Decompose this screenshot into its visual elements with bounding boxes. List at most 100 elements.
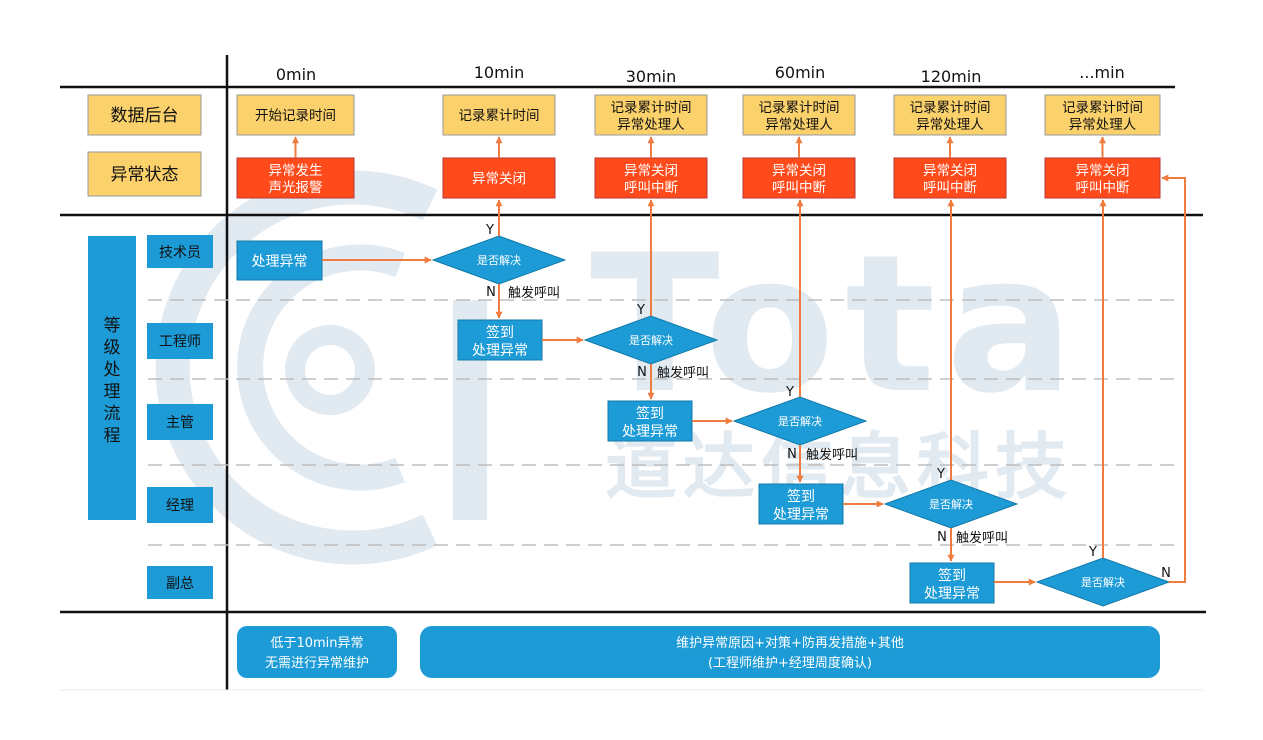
decision-diamond: 是否解决 [883, 479, 1019, 529]
status-box: 异常关闭 呼叫中断 [893, 157, 1007, 199]
decision-text: 是否解决 [477, 253, 521, 267]
status-box: 异常关闭 [442, 157, 556, 199]
backend-box-text: 记录累计时间 [759, 100, 840, 116]
decision-text: 是否解决 [1081, 575, 1125, 589]
decision-diamond: 是否解决 [583, 315, 719, 365]
backend-box: 开始记录时间 [236, 94, 355, 136]
role-label: 工程师 [147, 323, 213, 359]
action-box-text: 处理异常 [472, 343, 528, 359]
role-label: 主管 [147, 404, 213, 440]
footer-right-text: 维护异常原因+对策+防再发措施+其他 [676, 635, 904, 651]
trigger-label: 触发呼叫 [806, 447, 858, 463]
decision-text: 是否解决 [929, 497, 973, 511]
backend-box: 记录累计时间 异常处理人 [594, 94, 708, 136]
action-box-engineer: 签到 处理异常 [457, 319, 543, 361]
row-label-backend-text: 数据后台 [111, 106, 179, 126]
time-headers: 0min 10min 30min 60min 120min ...min [276, 63, 1125, 86]
backend-box-text: 开始记录时间 [255, 108, 336, 124]
footer-left-text: 无需进行异常维护 [265, 656, 369, 671]
decision-diamond: 是否解决 [732, 396, 868, 446]
action-boxes: 处理异常 签到 处理异常 签到 处理异常 签到 处理异常 签到 处理异常 [236, 240, 995, 604]
backend-box-text: 记录累计时间 [459, 108, 540, 124]
status-box-text: 异常关闭 [923, 163, 977, 179]
yes-label: Y [785, 385, 794, 400]
no-label: N [637, 365, 647, 380]
action-box-text: 签到 [486, 324, 514, 341]
status-box-text: 呼叫中断 [1076, 180, 1130, 196]
status-box: 异常关闭 呼叫中断 [594, 157, 708, 199]
status-box: 异常关闭 呼叫中断 [742, 157, 856, 199]
action-box-technician: 处理异常 [236, 240, 323, 281]
backend-box-text: 记录累计时间 [910, 100, 991, 116]
time-header: 0min [276, 65, 316, 84]
footer-left-text: 低于10min异常 [270, 636, 363, 651]
no-label: N [937, 530, 947, 545]
backend-box: 记录累计时间 异常处理人 [742, 94, 856, 136]
backend-box-text: 异常处理人 [916, 117, 984, 133]
status-to-backend-arrows [292, 136, 1106, 158]
flow-arrows [322, 174, 1186, 586]
role-labels: 技术员 工程师 主管 经理 副总 [147, 235, 213, 599]
role-label-text: 副总 [166, 576, 194, 592]
role-label-text: 主管 [166, 415, 194, 431]
trigger-label: 触发呼叫 [657, 365, 709, 381]
backend-box: 记录累计时间 异常处理人 [1044, 94, 1161, 136]
status-box-text: 异常发生 [269, 163, 323, 179]
time-header: 120min [921, 67, 982, 86]
action-box-text: 处理异常 [773, 507, 829, 523]
status-box-text: 呼叫中断 [772, 180, 826, 196]
role-label-text: 经理 [166, 498, 194, 514]
action-box-vp: 签到 处理异常 [909, 562, 995, 604]
yes-label: Y [485, 223, 494, 238]
action-box-text: 签到 [636, 405, 664, 422]
action-box-text: 签到 [787, 488, 815, 505]
row-label-status: 异常状态 [87, 151, 202, 197]
process-title: 等级处理流程 [104, 316, 121, 446]
process-title-bar: 等级处理流程 [88, 236, 136, 520]
flow-labels: Y Y Y Y Y N N N N N 触发呼叫 触发呼叫 触发呼叫 触发呼叫 [485, 223, 1171, 581]
no-label: N [486, 285, 496, 300]
frame [60, 55, 1206, 690]
status-box: 异常关闭 呼叫中断 [1044, 157, 1161, 199]
status-box-text: 异常关闭 [772, 163, 826, 179]
footer-right-text: (工程师维护+经理周度确认) [708, 655, 872, 671]
footer-right-box: 维护异常原因+对策+防再发措施+其他 (工程师维护+经理周度确认) [420, 626, 1160, 678]
decision-text: 是否解决 [778, 414, 822, 428]
time-header: 10min [474, 63, 525, 82]
action-box-text: 签到 [938, 567, 966, 584]
status-box-text: 呼叫中断 [923, 180, 977, 196]
backend-box: 记录累计时间 [442, 94, 556, 136]
row-label-backend: 数据后台 [87, 94, 202, 136]
backend-box-text: 记录累计时间 [611, 100, 692, 116]
decision-diamond: 是否解决 [1035, 557, 1171, 607]
backend-box-text: 异常处理人 [765, 117, 833, 133]
status-box-text: 异常关闭 [624, 163, 678, 179]
backend-boxes: 开始记录时间 记录累计时间 记录累计时间 异常处理人 记录累计时间 异常处理人 … [236, 94, 1161, 136]
action-box-supervisor: 签到 处理异常 [607, 400, 693, 442]
status-box-text: 异常关闭 [472, 171, 526, 187]
row-label-status-text: 异常状态 [111, 165, 179, 185]
backend-box-text: 异常处理人 [617, 117, 685, 133]
no-label: N [787, 447, 797, 462]
time-header: ...min [1079, 63, 1124, 82]
role-label-text: 技术员 [159, 245, 201, 261]
status-box-text: 呼叫中断 [624, 180, 678, 196]
yes-label: Y [636, 303, 645, 318]
trigger-label: 触发呼叫 [956, 530, 1008, 546]
action-box-text: 处理异常 [622, 424, 678, 440]
yes-label: Y [936, 467, 945, 482]
role-label-text: 工程师 [159, 334, 201, 350]
time-header: 30min [626, 67, 677, 86]
footer-left-box: 低于10min异常 无需进行异常维护 [237, 626, 397, 678]
no-label: N [1161, 566, 1171, 581]
role-label: 副总 [147, 566, 213, 599]
role-label: 技术员 [147, 235, 213, 268]
backend-box-text: 异常处理人 [1069, 117, 1137, 133]
action-box-text: 处理异常 [924, 586, 980, 602]
time-header: 60min [775, 63, 826, 82]
status-box-text: 异常关闭 [1076, 163, 1130, 179]
decisions: 是否解决 是否解决 是否解决 是否解决 是否解决 [431, 235, 1171, 607]
action-box-text: 处理异常 [252, 254, 308, 270]
